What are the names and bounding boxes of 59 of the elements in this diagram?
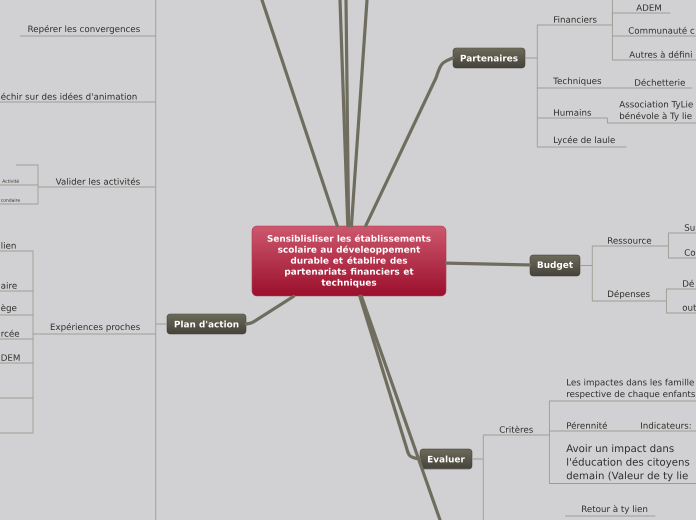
connector-line	[524, 24, 540, 148]
connector-line	[604, 118, 608, 124]
branch-label: Repérer les convergences	[20, 25, 154, 36]
connector-line	[338, 0, 350, 228]
branch-label: Lycée de laule	[540, 136, 627, 148]
branch-label: Valider les activités	[48, 178, 154, 188]
branch-label: rcée	[0, 330, 31, 340]
branch-label: ège	[0, 304, 31, 316]
connector-line	[30, 250, 44, 434]
branch-label: Déchetterie	[622, 78, 693, 88]
main-topic-box: Budget	[530, 254, 580, 276]
branch-label: Su	[670, 224, 696, 234]
connector-line	[610, 0, 613, 26]
branch-label: Techniques	[540, 77, 613, 88]
branch-label: Ressource	[594, 237, 661, 246]
branch-label: Financiers	[540, 16, 612, 26]
branch-label: Autres à défini	[614, 50, 696, 60]
branch-label: Critères	[486, 426, 541, 436]
connector-line	[358, 294, 422, 461]
connector-line	[614, 430, 626, 432]
branch-label: Avoir un impact dans l'éducation des citoyens demain (Valeur de ty lie	[552, 444, 696, 484]
branch-label: échir sur des idées d'animation	[0, 92, 154, 102]
central-topic-box: Sensiblisliser les établissements scolaire au déveleoppement durable et établire des partenariats financiers et techniques	[252, 226, 446, 296]
branch-label: Indicateurs:	[624, 422, 696, 432]
main-topic-box: Plan d'action	[166, 314, 246, 334]
connector-line	[260, 0, 339, 228]
connector-line	[580, 246, 596, 302]
connector-line	[350, 0, 369, 228]
connector-line	[360, 294, 442, 520]
connector-line	[152, 0, 168, 520]
branch-label: lien	[0, 242, 31, 252]
branch-label: aire	[0, 282, 31, 292]
branch-label: DEM	[0, 354, 31, 364]
connector-line	[540, 400, 552, 484]
connector-line	[610, 12, 634, 60]
connector-line	[34, 164, 48, 204]
branch-label: Dé	[668, 280, 696, 290]
main-topic-box: Partenaires	[452, 48, 526, 68]
branch-label: Association TyLie bénévole à Ty lie	[608, 100, 696, 124]
connector-line	[472, 434, 486, 520]
branch-label: Retour à ty lien	[564, 505, 656, 516]
branch-line	[16, 164, 36, 166]
connector-line	[658, 288, 670, 314]
branch-label: Expériences proches	[42, 323, 154, 334]
connector-line	[364, 56, 454, 228]
connector-line	[344, 0, 350, 228]
branch-label: Les impactes dans les famille respective de chaque enfants	[552, 378, 696, 402]
branch-label: out	[668, 304, 696, 314]
branch-label: Co	[670, 249, 696, 258]
connector-line	[444, 262, 532, 267]
connector-line	[660, 232, 672, 258]
branch-label: Humains	[540, 109, 605, 118]
branch-label: Dépenses	[594, 290, 659, 302]
main-topic-box: Evaluer	[420, 448, 472, 470]
branch-label: ADEM	[634, 4, 671, 14]
branch-label: Pérennité	[552, 422, 616, 432]
connector-line	[244, 294, 296, 326]
branch-label: Communauté c	[614, 26, 696, 36]
branch-line	[0, 432, 31, 434]
